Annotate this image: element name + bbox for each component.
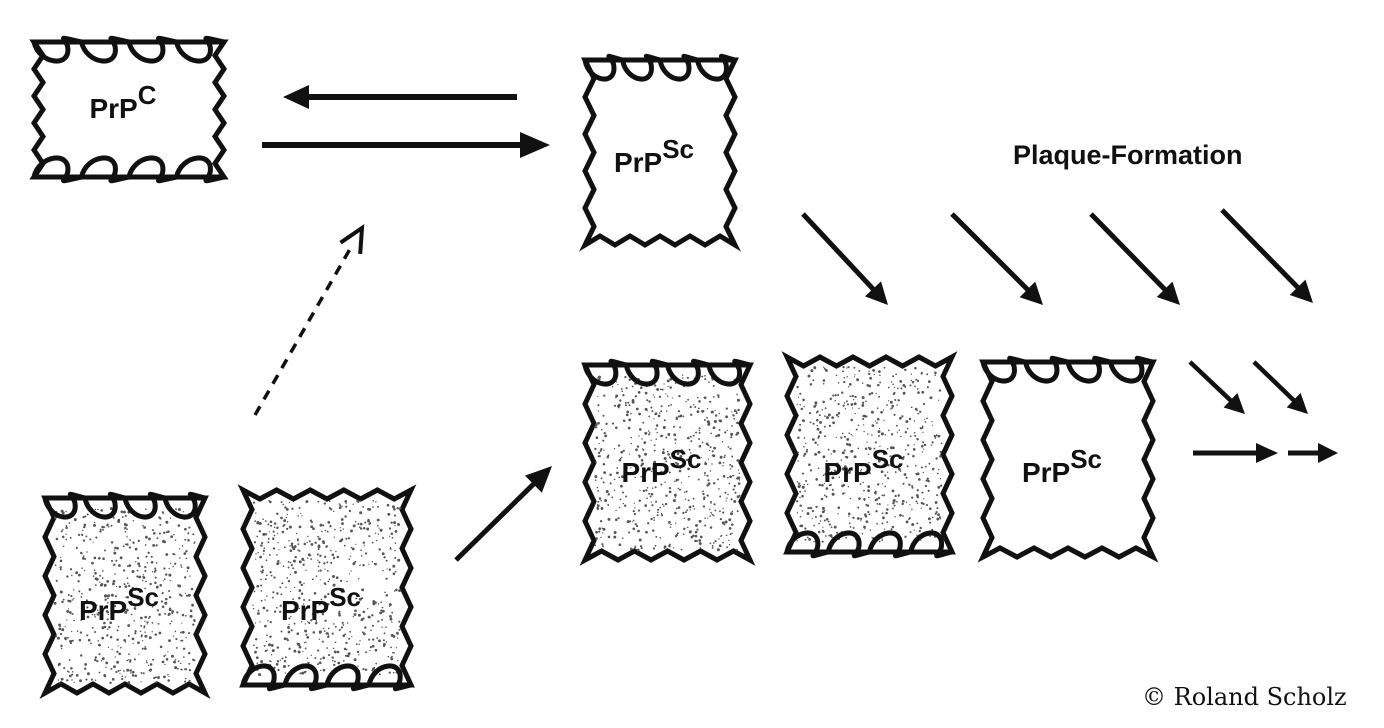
block-outline	[781, 351, 958, 555]
plaque-arrow-8	[1288, 443, 1338, 463]
label-base: PrP	[621, 457, 669, 488]
arrow-head	[525, 466, 552, 493]
arrow-head	[864, 281, 888, 305]
prpsc-chain-block-1: PrPSc	[579, 358, 756, 566]
arrow-head	[1256, 443, 1278, 463]
prpsc-chain-block-3: PrPSc	[977, 355, 1159, 563]
helix-loops-top	[31, 35, 225, 64]
block-label: PrPSc	[281, 582, 361, 626]
forward-conversion-arrow	[262, 132, 550, 158]
block-label: PrPSc	[79, 582, 159, 626]
label-base: PrP	[1022, 457, 1070, 488]
block-label: PrPC	[89, 80, 156, 124]
stipple-texture	[594, 374, 741, 552]
helix-loops-bottom	[31, 155, 225, 184]
arrow-shaft	[253, 246, 353, 416]
arrow-head	[283, 85, 309, 109]
prpsc-seed-block-2: PrPSc	[237, 484, 417, 692]
arrow-shaft	[1188, 360, 1235, 404]
label-superscript: Sc	[662, 134, 694, 164]
label-superscript: Sc	[329, 582, 361, 612]
helix-loops-top	[42, 491, 206, 520]
plaque-arrow-3	[1089, 212, 1180, 305]
arrow-head	[1156, 281, 1180, 305]
arrow-head	[1223, 392, 1245, 414]
helix-loops-top	[582, 53, 736, 82]
copyright-label: © Roland Scholz	[1142, 683, 1347, 711]
block-label: PrPSc	[823, 444, 903, 488]
stipple-texture	[795, 365, 943, 543]
plaque-arrow-1	[801, 212, 888, 305]
label-superscript: Sc	[127, 582, 159, 612]
helix-loops-top	[980, 355, 1154, 384]
arrow-shaft	[1252, 360, 1298, 404]
plaque-arrow-2	[950, 212, 1043, 305]
plaque-arrow-5	[1188, 360, 1245, 414]
reverse-conversion-arrow	[283, 85, 517, 109]
label-base: PrP	[281, 595, 329, 626]
arrow-shaft	[950, 212, 1032, 294]
label-base: PrP	[79, 595, 127, 626]
arrow-head-open	[339, 224, 365, 255]
label-base: PrP	[89, 93, 137, 124]
prpsc-chain-block-2: PrPSc	[781, 351, 958, 559]
block-label: PrPSc	[1022, 444, 1102, 488]
prpsc-block-top: PrPSc	[579, 53, 741, 252]
arrow-head	[1318, 443, 1338, 463]
arrow-head	[520, 132, 550, 158]
label-superscript: Sc	[1070, 444, 1102, 474]
label-base: PrP	[823, 457, 871, 488]
block-outline	[237, 484, 417, 688]
arrow-head	[1019, 281, 1043, 305]
block-label: PrPSc	[614, 134, 694, 178]
block-outline	[579, 57, 741, 252]
block-label: PrPSc	[621, 444, 701, 488]
block-outline	[579, 362, 756, 566]
helix-loops-bottom	[784, 530, 953, 559]
plaque-arrow-6	[1252, 360, 1308, 414]
helix-loops-top	[582, 358, 751, 387]
plaque-arrow-7	[1193, 443, 1278, 463]
label-superscript: C	[138, 80, 157, 110]
arrow-shaft	[454, 479, 538, 562]
arrow-shaft	[1220, 208, 1302, 292]
arrow-shaft	[1089, 212, 1169, 294]
plaque-arrow-4	[1220, 208, 1313, 303]
label-superscript: Sc	[872, 444, 904, 474]
label-superscript: Sc	[670, 444, 702, 474]
helix-loops-bottom	[240, 663, 412, 692]
dashed-seeding-arrow	[253, 224, 365, 416]
arrow-head	[1289, 279, 1313, 303]
prpsc-seed-block-1: PrPSc	[39, 491, 211, 699]
block-outline	[39, 495, 211, 699]
arrow-shaft	[801, 212, 878, 294]
label-base: PrP	[614, 147, 662, 178]
block-outline	[977, 359, 1159, 563]
plaque-formation-label: Plaque-Formation	[1013, 140, 1243, 170]
seed-to-chain-arrow	[454, 466, 552, 562]
prpc-block: PrPC	[29, 35, 229, 184]
arrow-head	[1286, 392, 1308, 414]
